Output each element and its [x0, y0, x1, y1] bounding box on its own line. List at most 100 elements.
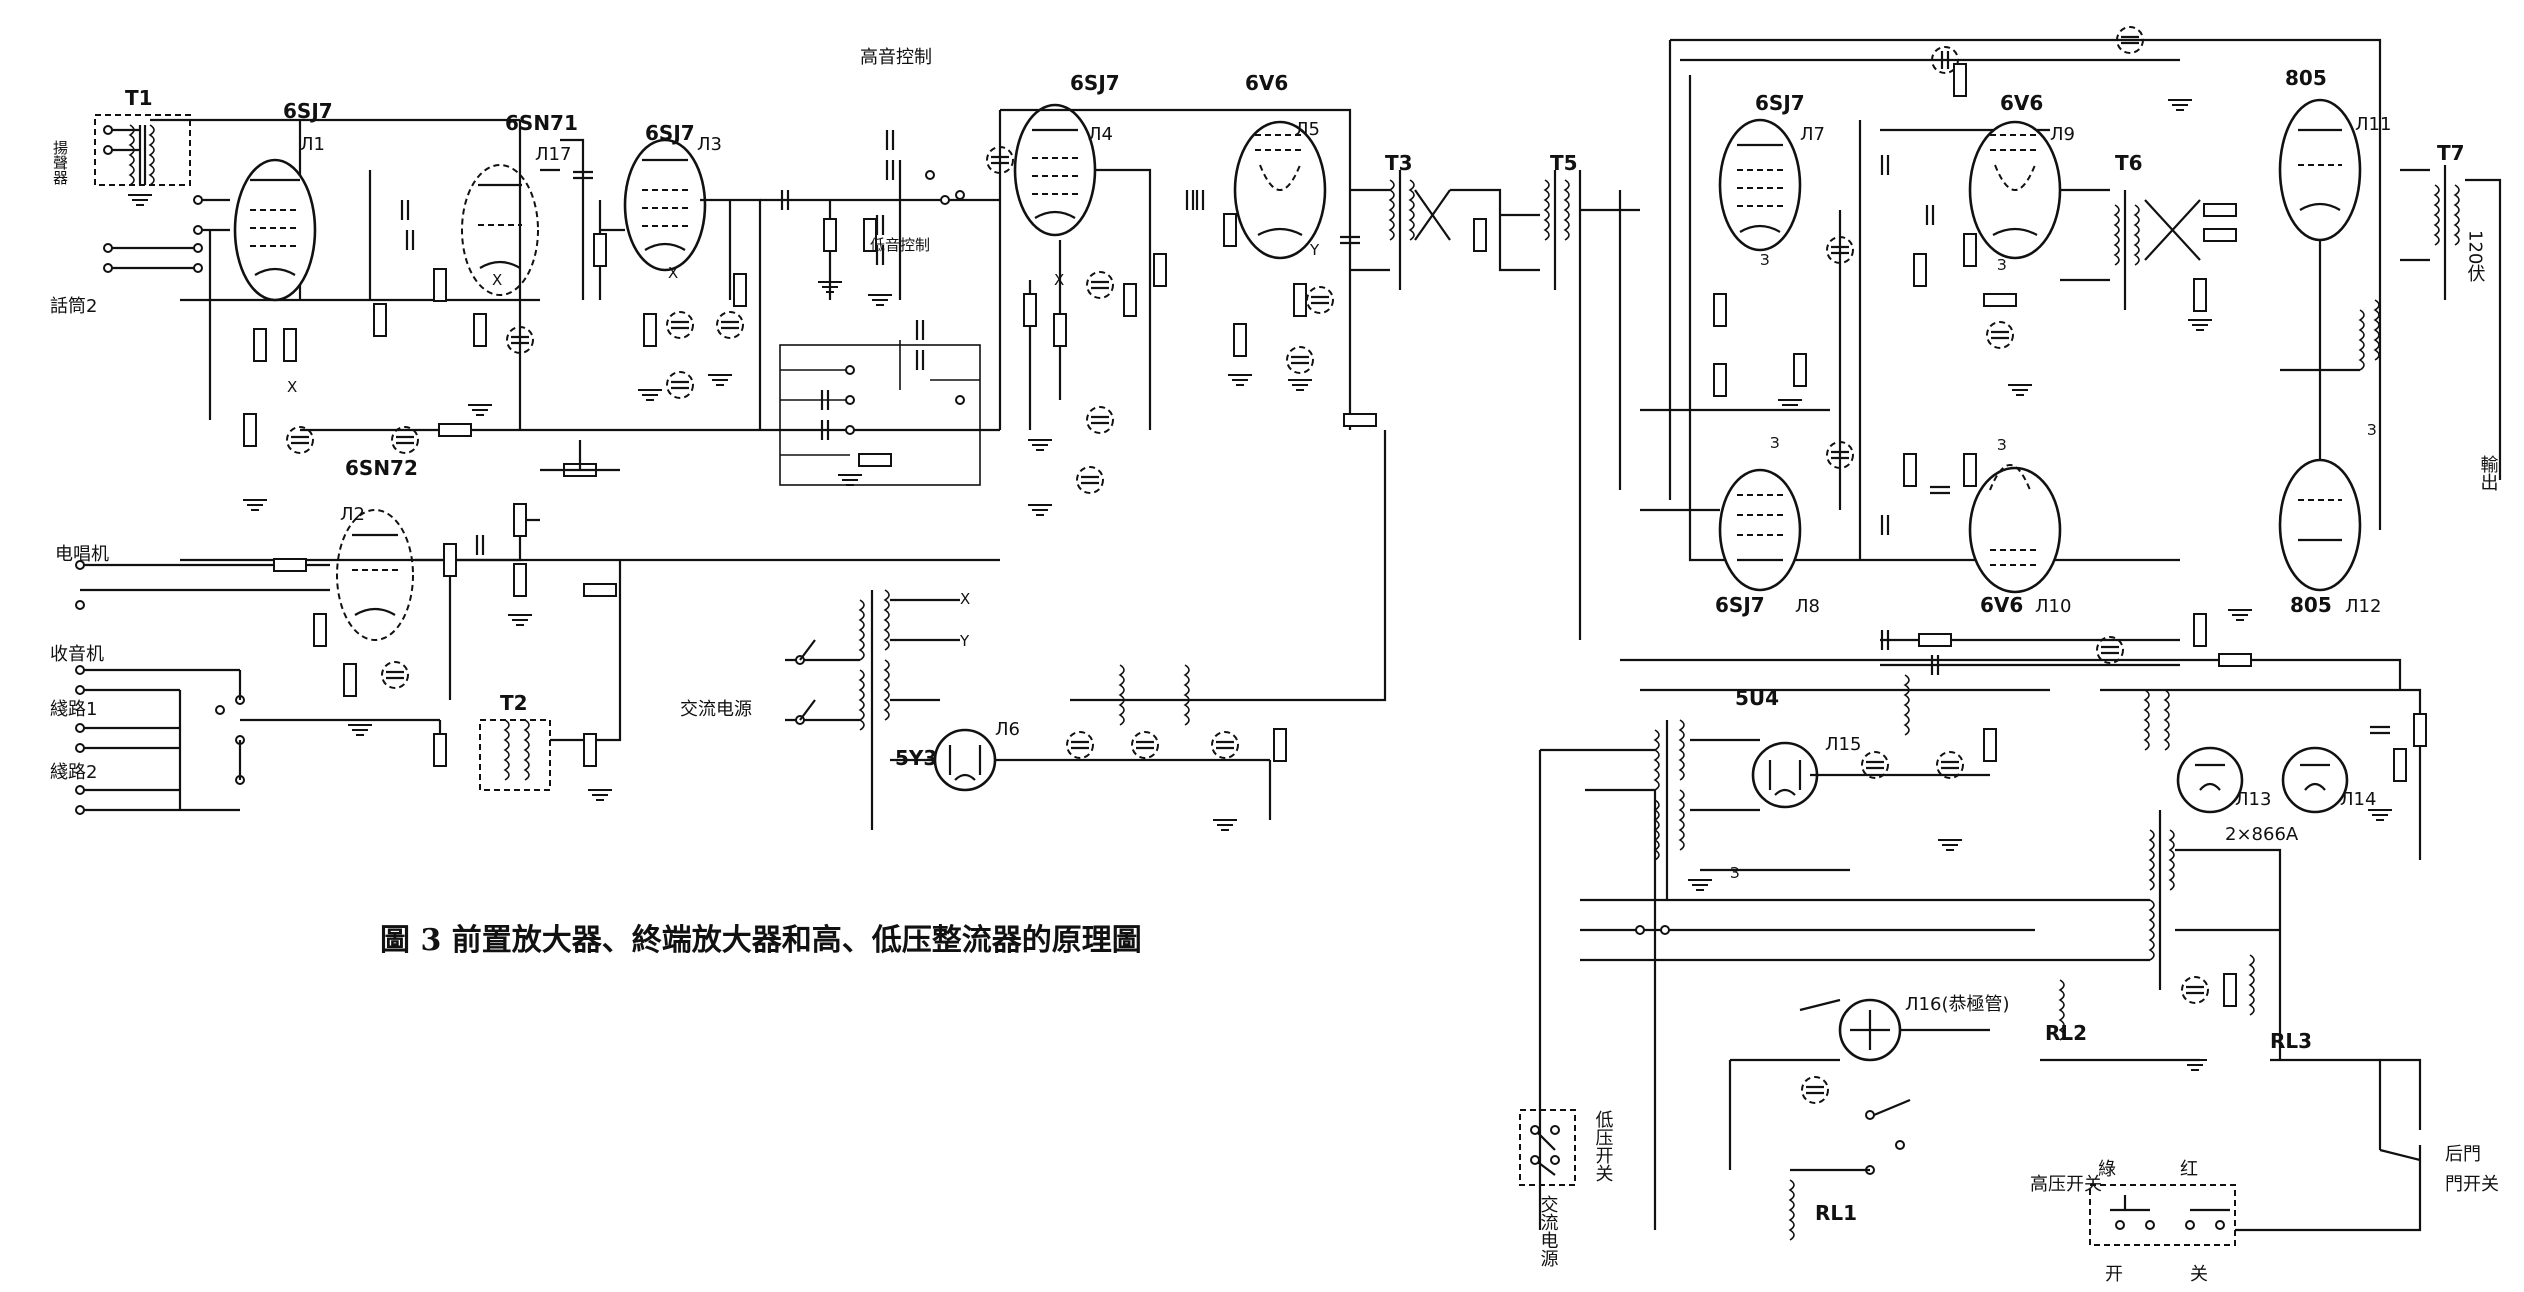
tube-l4-ref: Л4 — [1088, 124, 1113, 145]
y-mark-1: Y — [1309, 241, 1320, 259]
t1-label: T1 — [125, 86, 153, 110]
tube-l16-ref: Л16(恭極管) — [1905, 994, 2009, 1015]
line1-input-label: 綫路1 — [50, 699, 97, 720]
green-label: 綠 — [2098, 1159, 2116, 1180]
tube-l8: 6SJ7 Л8 — [1715, 468, 1820, 617]
tube-l10: 6V6 Л10 — [1968, 464, 2071, 617]
tube-l3-ref: Л3 — [697, 134, 722, 155]
tube-l5-type: 6V6 — [1245, 71, 1288, 95]
treble-control-label: 高音控制 — [860, 47, 932, 68]
t3-label: T3 — [1385, 151, 1413, 175]
x-mark-4: X — [1054, 271, 1064, 289]
z-mark-4: З — [1997, 436, 2007, 454]
rear-door-label: 后門 — [2445, 1144, 2481, 1165]
tube-l12-type: 805 — [2290, 593, 2332, 617]
x-mark-2: X — [492, 271, 502, 289]
t7-label: T7 — [2437, 141, 2465, 165]
rl3-label: RL3 — [2270, 1029, 2312, 1053]
transformer-power-hv — [2149, 810, 2175, 990]
tube-l9-type: 6V6 — [2000, 91, 2043, 115]
y-mark-ps: Y — [959, 632, 970, 650]
rl1-label: RL1 — [1815, 1201, 1857, 1225]
tube-l13-ref: Л13 — [2235, 789, 2271, 810]
tube-l11-type: 805 — [2285, 66, 2327, 90]
tube-l1: 6SJ7 Л1 — [233, 99, 333, 302]
tube-l15-ref: Л15 — [1825, 734, 1861, 755]
hv-switch-box — [2089, 1184, 2236, 1246]
lv-switch-label: 低压开关 — [1593, 1110, 1614, 1182]
tube-l2-ref: Л2 — [340, 504, 365, 525]
transformer-t6: T6 — [2060, 151, 2201, 310]
tube-l6-ref: Л6 — [995, 719, 1020, 740]
tube-l17-ref: Л17 — [535, 144, 571, 165]
tube-l1-ref: Л1 — [300, 134, 325, 155]
door-switch-label: 門开关 — [2445, 1174, 2499, 1195]
tube-l3-type: 6SJ7 — [645, 121, 695, 145]
ac-source-label-left: 交流电源 — [680, 699, 752, 720]
tube-l2: 6SN72 Л2 — [336, 456, 418, 641]
t2-label: T2 — [500, 691, 528, 715]
rl2-label: RL2 — [2045, 1021, 2087, 1045]
radio-input-label: 收音机 — [50, 644, 104, 665]
power-amp-section: 6SJ7 Л7 З 6SJ7 Л8 З 6V6 Л9 — [1519, 25, 2502, 1285]
off-label: 关 — [2190, 1264, 2208, 1285]
tube-l3: 6SJ7 Л3 — [623, 121, 722, 272]
tube-l5-ref: Л5 — [1295, 119, 1320, 140]
output-label: 輸出 — [2478, 455, 2499, 491]
bass-control-label: 低音控制 — [870, 236, 930, 254]
preamp-section: T1 揚聲器 話筒2 6SJ7 Л1 X 6SN71 — [50, 47, 1578, 831]
x-mark-ps: X — [960, 590, 970, 608]
lv-switch-box — [1519, 1109, 1576, 1186]
tube-l4-type: 6SJ7 — [1070, 71, 1120, 95]
tube-l13: Л13 — [2176, 746, 2271, 814]
transformer-t7: T7 — [2400, 141, 2502, 480]
t6-label: T6 — [2115, 151, 2143, 175]
tube-l7-ref: Л7 — [1800, 124, 1825, 145]
tube-l16: Л16(恭極管) — [1838, 994, 2009, 1062]
tube-l9: 6V6 Л9 — [1968, 91, 2075, 260]
tube-l12-ref: Л12 — [2345, 596, 2381, 617]
tube-l6: 5Y3 Л6 — [895, 719, 1020, 792]
transformer-t5: T5 — [1450, 151, 1578, 290]
z-mark-6: З — [1730, 864, 1740, 882]
tube-l17: 6SN71 Л17 — [461, 111, 578, 296]
tube-l11-ref: Л11 — [2355, 114, 2391, 135]
on-label: 开 — [2105, 1264, 2123, 1285]
transformer-t1: T1 — [94, 86, 191, 206]
tube-l8-ref: Л8 — [1795, 596, 1820, 617]
tube-l14-ref: Л14 — [2340, 789, 2376, 810]
tube-l7: 6SJ7 Л7 — [1718, 91, 1825, 252]
rl1-switch — [1790, 1098, 1911, 1175]
mic2-input-label: 話筒2 — [50, 296, 97, 317]
tube-l5: 6V6 Л5 — [1233, 71, 1327, 260]
line2-input-label: 綫路2 — [50, 762, 97, 783]
hv-switch-label-1: 高压开关 — [2030, 1174, 2102, 1195]
tube-l7-type: 6SJ7 — [1755, 91, 1805, 115]
speaker-input-label: 揚聲器 — [51, 140, 69, 185]
x-mark-1: X — [287, 378, 297, 396]
tube-l10-type: 6V6 — [1980, 593, 2023, 617]
tube-l14: Л14 — [2281, 746, 2376, 814]
x-mark-3: X — [668, 264, 678, 282]
red-label: 红 — [2180, 1159, 2198, 1180]
tube-l11: 805 Л11 — [2278, 66, 2391, 242]
z-mark-1: З — [1760, 251, 1770, 269]
l13-l14-type: 2×866A — [2225, 824, 2299, 845]
z-mark-5: З — [2367, 421, 2377, 439]
transformer-t2: T2 — [479, 691, 551, 791]
tube-l8-type: 6SJ7 — [1715, 593, 1765, 617]
tube-l4: 6SJ7 Л4 — [1013, 71, 1120, 237]
tube-l9-ref: Л9 — [2050, 124, 2075, 145]
t5-label: T5 — [1550, 151, 1578, 175]
z-mark-2: З — [1770, 434, 1780, 452]
transformer-t3: T3 — [1350, 151, 1451, 290]
tube-l15: 5U4 Л15 — [1735, 686, 1861, 809]
tube-l1-type: 6SJ7 — [283, 99, 333, 123]
tube-l6-type: 5Y3 — [895, 746, 937, 770]
phono-input-label: 电唱机 — [55, 544, 109, 565]
ac-source-label-right: 交流电源 — [1538, 1195, 1559, 1268]
transformer-power-l15 — [1654, 719, 1685, 900]
input-terminals-top — [103, 125, 230, 273]
